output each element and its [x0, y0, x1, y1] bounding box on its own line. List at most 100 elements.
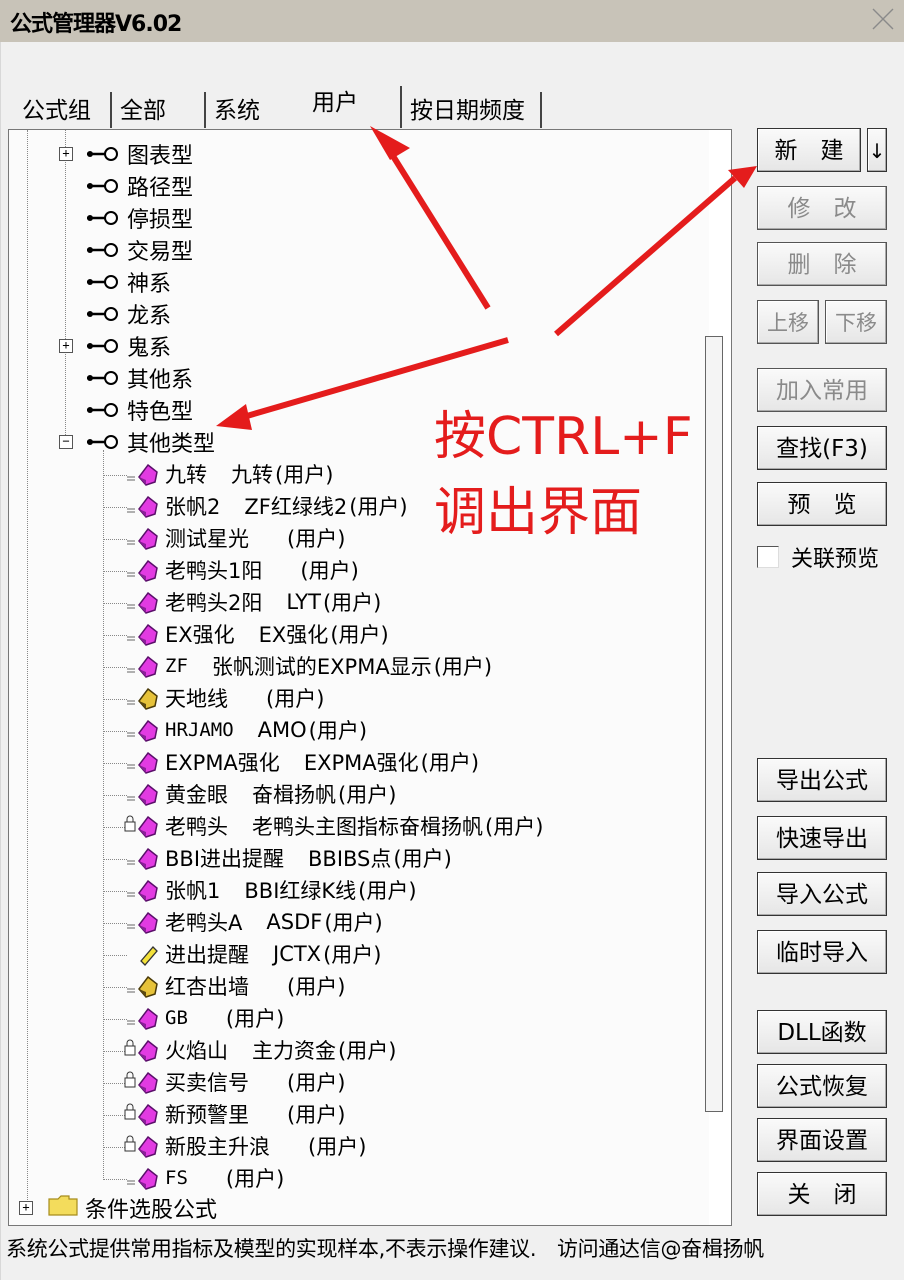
add-to-common-button[interactable]: 加入常用 — [757, 368, 887, 412]
formula-tree[interactable]: + 图表型 路径型 停损型 交易型 神系 龙系 + 鬼系 其他系 特色型 − — [8, 129, 732, 1226]
formula-item[interactable]: 老鸭头老鸭头主图指标奋楫扬帆(用户) — [123, 810, 543, 842]
purple-gem-icon — [123, 1005, 161, 1031]
formula-restore-button[interactable]: 公式恢复 — [757, 1064, 887, 1108]
formula-name: 老鸭头 — [165, 815, 228, 839]
group-label: 龙系 — [127, 304, 172, 329]
formula-item[interactable]: FS(用户) — [123, 1162, 284, 1194]
move-up-button[interactable]: 上移 — [757, 300, 819, 344]
formula-description: 老鸭头主图指标奋楫扬帆 — [252, 815, 483, 839]
group-label: 神系 — [127, 272, 172, 297]
formula-description: 九转 — [231, 463, 273, 487]
formula-name: 买卖信号 — [165, 1071, 249, 1095]
formula-item[interactable]: 天地线(用户) — [123, 682, 324, 714]
formula-owner: (用户) — [338, 1039, 397, 1063]
delete-button[interactable]: 删 除 — [757, 242, 887, 286]
linked-preview-checkbox[interactable] — [757, 546, 779, 568]
move-down-button[interactable]: 下移 — [825, 300, 887, 344]
tab-user[interactable]: 用户 — [298, 86, 402, 128]
tree-line — [103, 1019, 127, 1020]
tree-group-gui[interactable]: + 鬼系 — [59, 330, 171, 362]
find-button[interactable]: 查找(F3) — [757, 426, 887, 470]
formula-description: 张帆测试的EXPMA显示 — [211, 655, 432, 679]
tree-line — [103, 1179, 127, 1180]
group-label: 鬼系 — [127, 336, 172, 361]
tree-line — [103, 603, 127, 604]
tree-line — [103, 795, 127, 796]
tree-group-long[interactable]: 龙系 — [87, 298, 171, 330]
collapse-minus-icon[interactable]: − — [59, 435, 73, 449]
key-icon — [87, 306, 121, 322]
tree-group-stoploss[interactable]: 停损型 — [87, 202, 193, 234]
formula-item[interactable]: GB(用户) — [123, 1002, 284, 1034]
tree-group-path[interactable]: 路径型 — [87, 170, 193, 202]
formula-item[interactable]: 黄金眼奋楫扬帆(用户) — [123, 778, 396, 810]
formula-description: EXPMA强化 — [303, 751, 419, 775]
formula-item[interactable]: 红杏出墙(用户) — [123, 970, 345, 1002]
formula-owner: (用户) — [308, 719, 368, 743]
expand-plus-icon[interactable]: + — [59, 147, 73, 161]
formula-description: AMO — [257, 718, 307, 742]
close-button[interactable]: 关 闭 — [757, 1172, 887, 1216]
expand-plus-icon[interactable]: + — [19, 1201, 33, 1215]
formula-item[interactable]: 九转九转(用户) — [123, 458, 333, 490]
tree-group-other-types[interactable]: − 其他类型 — [59, 426, 215, 458]
purple-gem-icon — [123, 1133, 161, 1159]
formula-owner: (用户) — [225, 1007, 285, 1031]
tab-bar: 公式组 全部 系统 用户 按日期频度 — [14, 86, 542, 128]
formula-description: ASDF — [266, 910, 323, 934]
expand-plus-icon[interactable]: + — [59, 339, 73, 353]
formula-item[interactable]: 买卖信号(用户) — [123, 1066, 345, 1098]
formula-description: BBIBS点 — [308, 847, 392, 871]
formula-owner: (用户) — [225, 1167, 285, 1191]
close-x-icon[interactable] — [870, 6, 896, 32]
formula-item[interactable]: 新股主升浪(用户) — [123, 1130, 366, 1162]
folder-label: 条件选股公式 — [85, 1198, 218, 1223]
tree-line — [103, 1083, 127, 1084]
tree-line — [103, 699, 127, 700]
formula-name: 老鸭头1阳 — [165, 559, 263, 583]
tree-group-other-series[interactable]: 其他系 — [87, 362, 193, 394]
tree-scrollbar[interactable] — [705, 336, 723, 1112]
formula-item[interactable]: 新预警里(用户) — [123, 1098, 345, 1130]
tab-system[interactable]: 系统 — [214, 98, 260, 124]
new-dropdown-arrow-icon[interactable]: ↓ — [867, 128, 887, 172]
formula-owner: (用户) — [358, 879, 417, 903]
key-icon — [87, 370, 121, 386]
import-formula-button[interactable]: 导入公式 — [757, 872, 887, 916]
tab-formula-group[interactable]: 公式组 — [14, 92, 112, 128]
tree-group-featured[interactable]: 特色型 — [87, 394, 193, 426]
tree-group-trade[interactable]: 交易型 — [87, 234, 193, 266]
formula-description: 主力资金 — [252, 1039, 336, 1063]
temp-import-button[interactable]: 临时导入 — [757, 930, 887, 974]
new-button[interactable]: 新 建 — [757, 128, 861, 172]
formula-name: 火焰山 — [165, 1039, 228, 1063]
formula-item[interactable]: 老鸭头1阳(用户) — [123, 554, 359, 586]
preview-button[interactable]: 预 览 — [757, 482, 887, 526]
tree-group-chart[interactable]: + 图表型 — [59, 138, 193, 170]
group-label: 其他类型 — [127, 432, 216, 457]
formula-item[interactable]: 火焰山主力资金(用户) — [123, 1034, 396, 1066]
ui-settings-button[interactable]: 界面设置 — [757, 1118, 887, 1162]
linked-preview-checkbox-row[interactable]: 关联预览 — [757, 542, 879, 572]
export-formula-button[interactable]: 导出公式 — [757, 758, 887, 802]
formula-name: 红杏出墙 — [165, 975, 249, 999]
group-label: 停损型 — [127, 208, 194, 233]
modify-button[interactable]: 修 改 — [757, 186, 887, 230]
tab-all[interactable]: 全部 — [112, 92, 206, 128]
tree-folder-condition-formulas[interactable]: + 条件选股公式 — [19, 1192, 217, 1224]
tree-group-shen[interactable]: 神系 — [87, 266, 171, 298]
tab-by-date-frequency[interactable]: 按日期频度 — [402, 92, 542, 128]
formula-item[interactable]: 测试星光(用户) — [123, 522, 345, 554]
dll-functions-button[interactable]: DLL函数 — [757, 1010, 887, 1054]
quick-export-button[interactable]: 快速导出 — [757, 816, 887, 860]
